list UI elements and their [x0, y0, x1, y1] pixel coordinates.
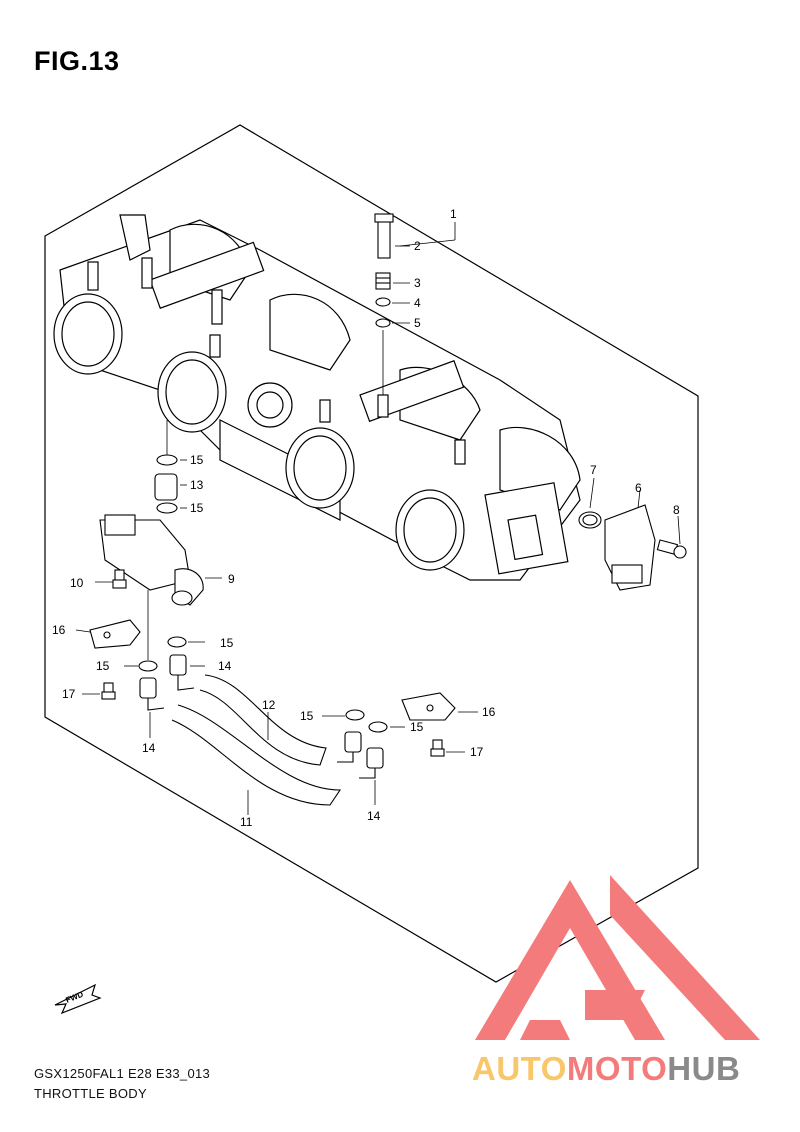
fwd-arrow-icon: FWD — [54, 983, 102, 1015]
watermark-auto: AUTO — [472, 1050, 567, 1087]
watermark-logo-icon — [475, 875, 760, 1040]
callout-13: 13 — [190, 478, 204, 492]
callout-16-b: 16 — [482, 705, 496, 719]
callout-14-c: 14 — [367, 809, 381, 823]
fittings-rings — [101, 636, 445, 779]
callout-3: 3 — [414, 276, 421, 290]
callout-11: 11 — [240, 815, 253, 829]
watermark-moto: MOTO — [566, 1050, 668, 1087]
adjust-screw-set — [374, 213, 394, 395]
callout-12: 12 — [262, 698, 276, 712]
leader-lines — [75, 222, 681, 815]
callout-8: 8 — [673, 503, 680, 517]
callout-4: 4 — [414, 296, 421, 310]
diagram-name: THROTTLE BODY — [34, 1086, 147, 1101]
callout-1: 1 — [450, 207, 457, 221]
callout-6: 6 — [635, 481, 642, 495]
left-parts — [99, 420, 204, 660]
watermark-hub: HUB — [667, 1050, 741, 1087]
right-parts — [578, 504, 687, 591]
callout-7: 7 — [590, 463, 597, 477]
callout-9: 9 — [228, 572, 235, 586]
callout-17-b: 17 — [470, 745, 484, 759]
callout-labels: 1 2 3 4 5 15 13 15 7 6 8 10 9 16 15 15 1… — [52, 207, 680, 829]
callout-15-c: 15 — [220, 636, 234, 650]
model-code: GSX1250FAL1 E28 E33_013 — [34, 1066, 211, 1081]
watermark-text: AUTOMOTOHUB — [472, 1050, 740, 1088]
callout-15-a: 15 — [190, 453, 204, 467]
callout-15-b: 15 — [190, 501, 204, 515]
callout-14-a: 14 — [218, 659, 232, 673]
figure-title: FIG.13 — [34, 46, 120, 76]
callout-17-a: 17 — [62, 687, 76, 701]
callout-10: 10 — [70, 576, 84, 590]
callout-5: 5 — [414, 316, 421, 330]
callout-14-b: 14 — [142, 741, 156, 755]
throttle-body-assembly — [53, 214, 581, 581]
brackets — [89, 619, 456, 721]
assembly-outline — [44, 124, 699, 983]
hoses — [171, 674, 342, 806]
callout-2: 2 — [414, 239, 421, 253]
callout-15-d: 15 — [96, 659, 110, 673]
callout-16-a: 16 — [52, 623, 66, 637]
callout-15-e: 15 — [300, 709, 314, 723]
callout-15-f: 15 — [410, 720, 424, 734]
